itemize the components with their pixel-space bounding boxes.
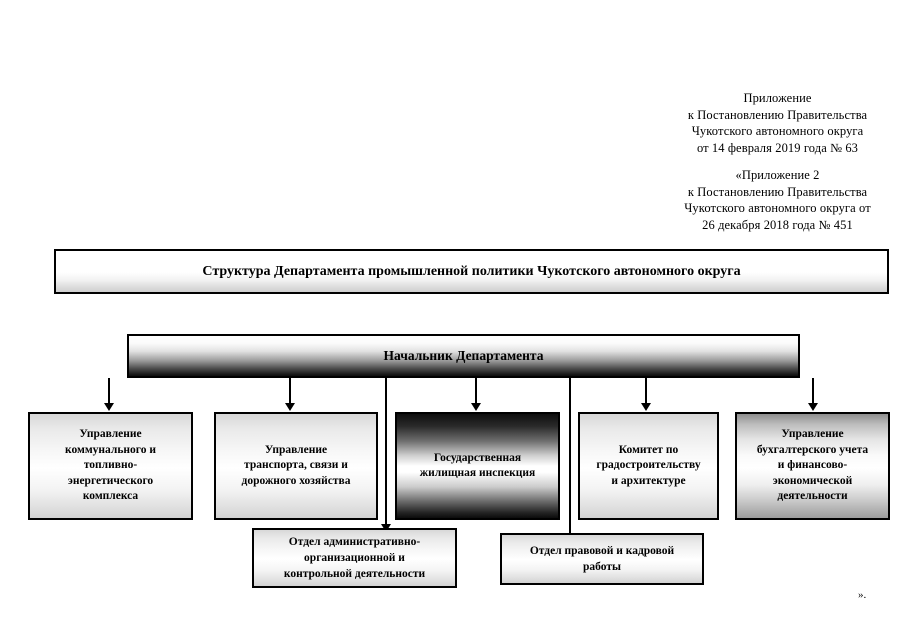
connector-arrow-division-3 [471,403,481,411]
node-department-legal-hr-label: Отдел правовой и кадровой работы [529,545,675,573]
chart-title-label: Структура Департамента промышленной поли… [202,263,741,279]
appendix-reference-secondary: «Приложение 2 к Постановлению Правительс… [684,168,871,232]
node-division-accounting-finance-economics: Управление бухгалтерского учета и финанс… [735,412,890,520]
node-division-urban-planning-architecture: Комитет по градостроительству и архитект… [578,412,719,520]
connector-arrow-division-5 [808,403,818,411]
node-division-transport-communications-roads-label: Управление транспорта, связи и дорожного… [241,443,351,487]
node-division-state-housing-inspection-label: Государственная жилищная инспекция [419,451,536,480]
connector-line-department-1 [385,378,387,528]
chart-title-box: Структура Департамента промышленной поли… [54,249,889,294]
node-division-utilities-fuel-energy: Управление коммунального и топливно- эне… [28,412,193,520]
connector-line-division-4 [645,378,647,406]
closing-quotation-mark: ». [858,589,867,601]
node-division-urban-planning-architecture-label: Комитет по градостроительству и архитект… [596,443,701,487]
connector-arrow-division-4 [641,403,651,411]
connector-line-division-2 [289,378,291,406]
connector-arrow-division-1 [104,403,114,411]
connector-line-division-5 [812,378,814,406]
node-division-transport-communications-roads: Управление транспорта, связи и дорожного… [214,412,378,520]
node-head-of-department: Начальник Департамента [127,334,800,378]
node-division-utilities-fuel-energy-label: Управление коммунального и топливно- эне… [65,428,156,503]
connector-line-division-3 [475,378,477,406]
node-division-state-housing-inspection: Государственная жилищная инспекция [395,412,560,520]
node-department-administrative-organizational-control-label: Отдел административно- организационной и… [283,536,426,580]
node-division-accounting-finance-economics-label: Управление бухгалтерского учета и финанс… [756,428,869,503]
connector-line-department-2 [569,378,571,533]
connector-line-division-1 [108,378,110,406]
appendix-reference-primary: Приложение к Постановлению Правительства… [687,91,868,155]
node-department-legal-hr: Отдел правовой и кадровой работы [500,533,704,585]
node-head-of-department-label: Начальник Департамента [383,348,544,363]
node-department-administrative-organizational-control: Отдел административно- организационной и… [252,528,457,588]
connector-arrow-division-2 [285,403,295,411]
